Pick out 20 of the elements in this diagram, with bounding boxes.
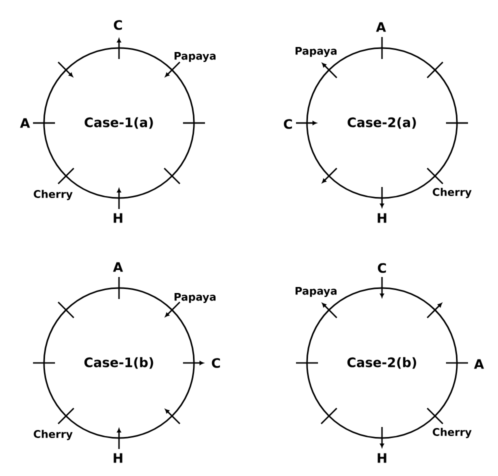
seat-label: Cherry (432, 188, 472, 198)
seat-label: Papaya (174, 293, 216, 303)
seat-label: Cherry (34, 190, 73, 200)
seat-label: H (114, 453, 122, 463)
seat-label: C (378, 263, 386, 273)
seat-label: C (114, 20, 122, 30)
seat-label: A (474, 359, 484, 369)
seat-label: A (20, 118, 30, 128)
seat-label: H (114, 213, 122, 223)
seat-label: A (376, 22, 386, 32)
seat-label: H (378, 213, 386, 223)
seat-label: H (378, 453, 386, 463)
seat-label: Cherry (34, 430, 73, 440)
seat-label: Papaya (174, 52, 216, 62)
seat-label: Papaya (296, 47, 337, 57)
seat-label: Papaya (296, 287, 337, 297)
seat-label: Cherry (432, 428, 472, 438)
seat-label: C (212, 358, 220, 368)
seat-label: A (113, 262, 123, 272)
seat-label: C (284, 119, 292, 129)
